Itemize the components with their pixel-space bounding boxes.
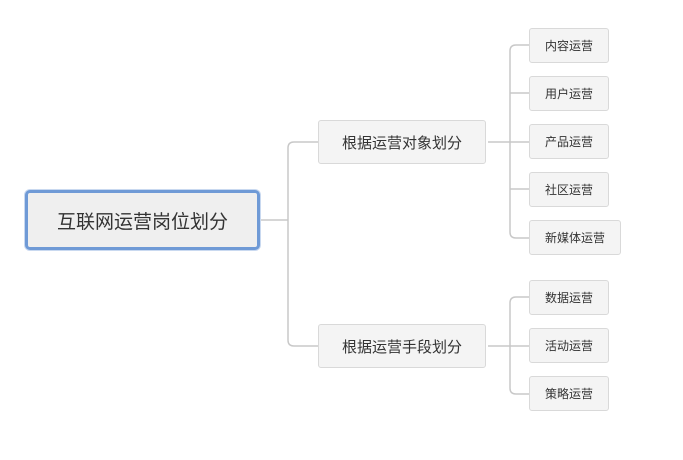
leaf-node-event-ops[interactable]: 活动运营: [529, 328, 609, 363]
root-node[interactable]: 互联网运营岗位划分: [25, 190, 260, 250]
leaf-node-new-media-ops[interactable]: 新媒体运营: [529, 220, 621, 255]
branch-node-by-method[interactable]: 根据运营手段划分: [318, 324, 486, 368]
branch-node-by-object[interactable]: 根据运营对象划分: [318, 120, 486, 164]
leaf-node-community-ops[interactable]: 社区运营: [529, 172, 609, 207]
leaf-node-product-ops[interactable]: 产品运营: [529, 124, 609, 159]
leaf-node-user-ops[interactable]: 用户运营: [529, 76, 609, 111]
connector-branch-1-trunk: [509, 44, 529, 239]
leaf-node-strategy-ops[interactable]: 策略运营: [529, 376, 609, 411]
leaf-node-content-ops[interactable]: 内容运营: [529, 28, 609, 63]
leaf-node-data-ops[interactable]: 数据运营: [529, 280, 609, 315]
connector-branch-2-trunk: [509, 296, 529, 395]
connector-root-trunk: [287, 141, 318, 347]
